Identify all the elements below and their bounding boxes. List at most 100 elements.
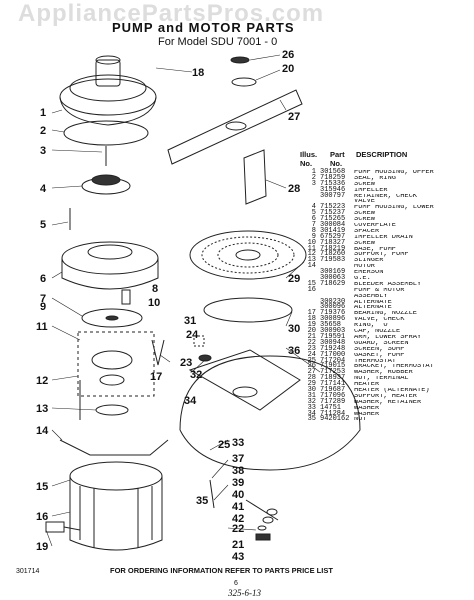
table-cell-n: 33 bbox=[307, 403, 316, 412]
callout-2: 2 bbox=[40, 125, 47, 137]
table-cell-p: 718259 bbox=[320, 173, 346, 182]
table-cell-d: IMPELLER bbox=[354, 187, 388, 194]
nozzle-cap bbox=[230, 56, 250, 64]
callout-26: 26 bbox=[282, 49, 295, 61]
table-cell-d: COVERPLATE bbox=[354, 223, 397, 229]
impeller bbox=[81, 146, 131, 195]
table-cell-d: G.E. bbox=[354, 276, 371, 282]
callout-14: 14 bbox=[36, 425, 49, 437]
callout-22: 22 bbox=[232, 523, 245, 535]
table-cell-n: 12 bbox=[307, 250, 316, 259]
table-cell-p: 717289 bbox=[320, 397, 346, 406]
callout-19: 19 bbox=[36, 541, 49, 553]
table-cell-p: 715237 bbox=[320, 209, 346, 218]
callout-32: 32 bbox=[190, 369, 203, 381]
table-cell-p: 300797 bbox=[320, 191, 346, 200]
table-cell-n: 24 bbox=[307, 350, 316, 359]
table-row: 22 300948 GUARD, SCREEN bbox=[300, 338, 470, 347]
header-part: Part No. bbox=[330, 150, 345, 168]
callout-17: 17 bbox=[150, 371, 163, 383]
table-cell-n: 27 bbox=[307, 368, 316, 377]
table-cell-d: GUARD, SCREEN bbox=[354, 340, 409, 347]
table-cell-n: 14 bbox=[307, 262, 316, 271]
table-cell-p: 717141 bbox=[320, 380, 346, 389]
table-cell-d: ALTERNATE bbox=[354, 305, 392, 312]
table-cell-d: RING, "O" bbox=[354, 323, 392, 330]
table-cell-n: 17 bbox=[307, 309, 316, 318]
callout-35: 35 bbox=[196, 495, 209, 507]
callout-29: 29 bbox=[288, 273, 301, 285]
table-cell-p: 301419 bbox=[320, 226, 346, 235]
leader-lines bbox=[45, 54, 321, 547]
table-row: ASSEMBLY bbox=[300, 294, 470, 300]
callout-25: 25 bbox=[218, 439, 231, 451]
table-cell-n: 19 bbox=[307, 321, 316, 330]
table-cell-n: 15 bbox=[307, 279, 316, 288]
table-cell-p: 717253 bbox=[320, 368, 346, 377]
callout-4: 4 bbox=[40, 183, 47, 195]
table-cell-p: 718937 bbox=[320, 374, 346, 383]
table-cell-d: PUMP & MOTOR bbox=[354, 287, 405, 294]
table-cell-d: SCREW bbox=[354, 240, 376, 247]
parts-table-header: Illus. No. Part No. DESCRIPTION bbox=[300, 150, 470, 168]
callout-7: 7 bbox=[40, 293, 47, 305]
table-cell-p: 300230 bbox=[320, 297, 346, 306]
seal-ring bbox=[63, 120, 149, 146]
table-cell-p: 715336 bbox=[320, 179, 346, 188]
table-cell-n: 13 bbox=[307, 256, 316, 265]
callout-41: 41 bbox=[232, 501, 245, 513]
callout-8: 8 bbox=[152, 283, 159, 295]
table-cell-d: SUPPORT, PUMP bbox=[354, 252, 409, 259]
callout-24: 24 bbox=[186, 329, 199, 341]
callout-30: 30 bbox=[288, 323, 301, 335]
table-cell-n: 22 bbox=[307, 338, 316, 347]
table-row: VALVE bbox=[300, 199, 470, 205]
callout-38: 38 bbox=[232, 465, 245, 477]
table-cell-d: NUT bbox=[354, 417, 367, 424]
table-cell-p: 719015 bbox=[320, 362, 346, 371]
table-cell-d: NUT, TERMINAL bbox=[354, 376, 409, 383]
table-cell-d: SPACER bbox=[354, 228, 380, 235]
heater-stud bbox=[209, 479, 215, 509]
table-cell-p: 301568 bbox=[320, 168, 346, 176]
table-cell-p: 300948 bbox=[320, 338, 346, 347]
callout-27: 27 bbox=[288, 111, 301, 123]
pump-gasket bbox=[203, 297, 293, 323]
page-number: 6 bbox=[234, 580, 238, 587]
ordering-note: FOR ORDERING INFORMATION REFER TO PARTS … bbox=[110, 566, 333, 575]
callout-13: 13 bbox=[36, 403, 49, 415]
table-cell-d: BASE, PUMP bbox=[354, 246, 397, 253]
table-cell-d: ALTERNATE bbox=[354, 299, 392, 306]
callout-39: 39 bbox=[232, 477, 245, 489]
table-cell-n: 5 bbox=[311, 209, 316, 218]
table-cell-d: HEATER bbox=[354, 382, 380, 388]
table-cell-p: 35658 bbox=[320, 321, 342, 330]
table-cell-d: BLEEDER ASSEMBLY bbox=[354, 281, 422, 288]
table-cell-p: 711284 bbox=[320, 409, 346, 418]
table-cell-p: 300896 bbox=[320, 315, 346, 324]
table-cell-n: 26 bbox=[307, 362, 316, 371]
table-cell-n: 3 bbox=[311, 179, 316, 188]
spacer bbox=[121, 289, 131, 305]
table-cell-n: 9 bbox=[311, 232, 316, 241]
table-cell-d: VALVE bbox=[354, 199, 376, 206]
table-cell-p: 718629 bbox=[320, 279, 346, 288]
handwritten-note: 325-6-13 bbox=[228, 588, 261, 598]
table-cell-p: 719376 bbox=[320, 309, 346, 318]
lower-spray-arm bbox=[167, 89, 303, 165]
callout-1: 1 bbox=[40, 107, 47, 119]
table-cell-n: 21 bbox=[307, 332, 316, 341]
